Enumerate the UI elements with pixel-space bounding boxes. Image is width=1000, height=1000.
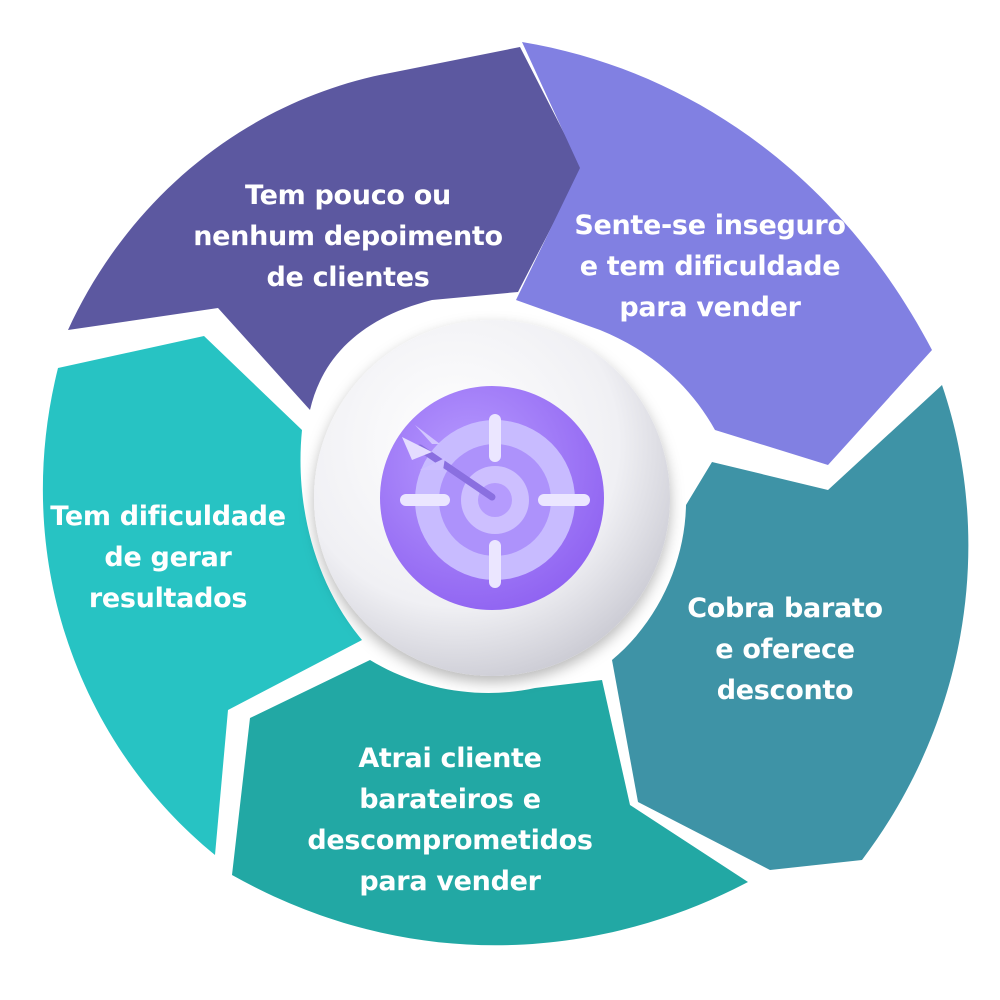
segment-4-label: Atrai cliente barateiros e descomprometido… xyxy=(270,738,630,902)
label-line: de gerar xyxy=(104,542,232,573)
label-line: descomprometidos xyxy=(307,825,593,856)
segment-3-label: Cobra barato e oferece desconto xyxy=(640,588,930,711)
label-line: Cobra barato xyxy=(687,593,883,624)
segment-5-shape xyxy=(42,336,362,855)
segment-5-label: Tem dificuldade de gerar resultados xyxy=(18,496,318,619)
segment-4-shape xyxy=(232,660,748,946)
label-line: resultados xyxy=(88,583,248,614)
label-line: e tem dificuldade xyxy=(579,251,841,282)
label-line: Tem dificuldade xyxy=(50,501,286,532)
segment-2-label: Sente-se inseguro e tem dificuldade para v… xyxy=(540,205,880,328)
label-line: desconto xyxy=(716,675,854,706)
segment-3-shape xyxy=(612,385,969,870)
label-line: para vender xyxy=(619,292,801,323)
segment-1-label: Tem pouco ou nenhum depoimento de clientes xyxy=(178,175,518,298)
label-line: para vender xyxy=(359,866,541,897)
label-line: Atrai cliente xyxy=(358,743,542,774)
label-line: Tem pouco ou xyxy=(245,180,451,211)
label-line: nenhum depoimento xyxy=(193,221,503,252)
label-line: barateiros e xyxy=(359,784,541,815)
target-with-arrow-icon xyxy=(380,386,604,610)
label-line: e oferece xyxy=(715,634,855,665)
segment-2-shape xyxy=(516,42,932,465)
segment-1-shape xyxy=(68,47,582,410)
label-line: de clientes xyxy=(266,262,430,293)
label-line: Sente-se inseguro xyxy=(574,210,846,241)
